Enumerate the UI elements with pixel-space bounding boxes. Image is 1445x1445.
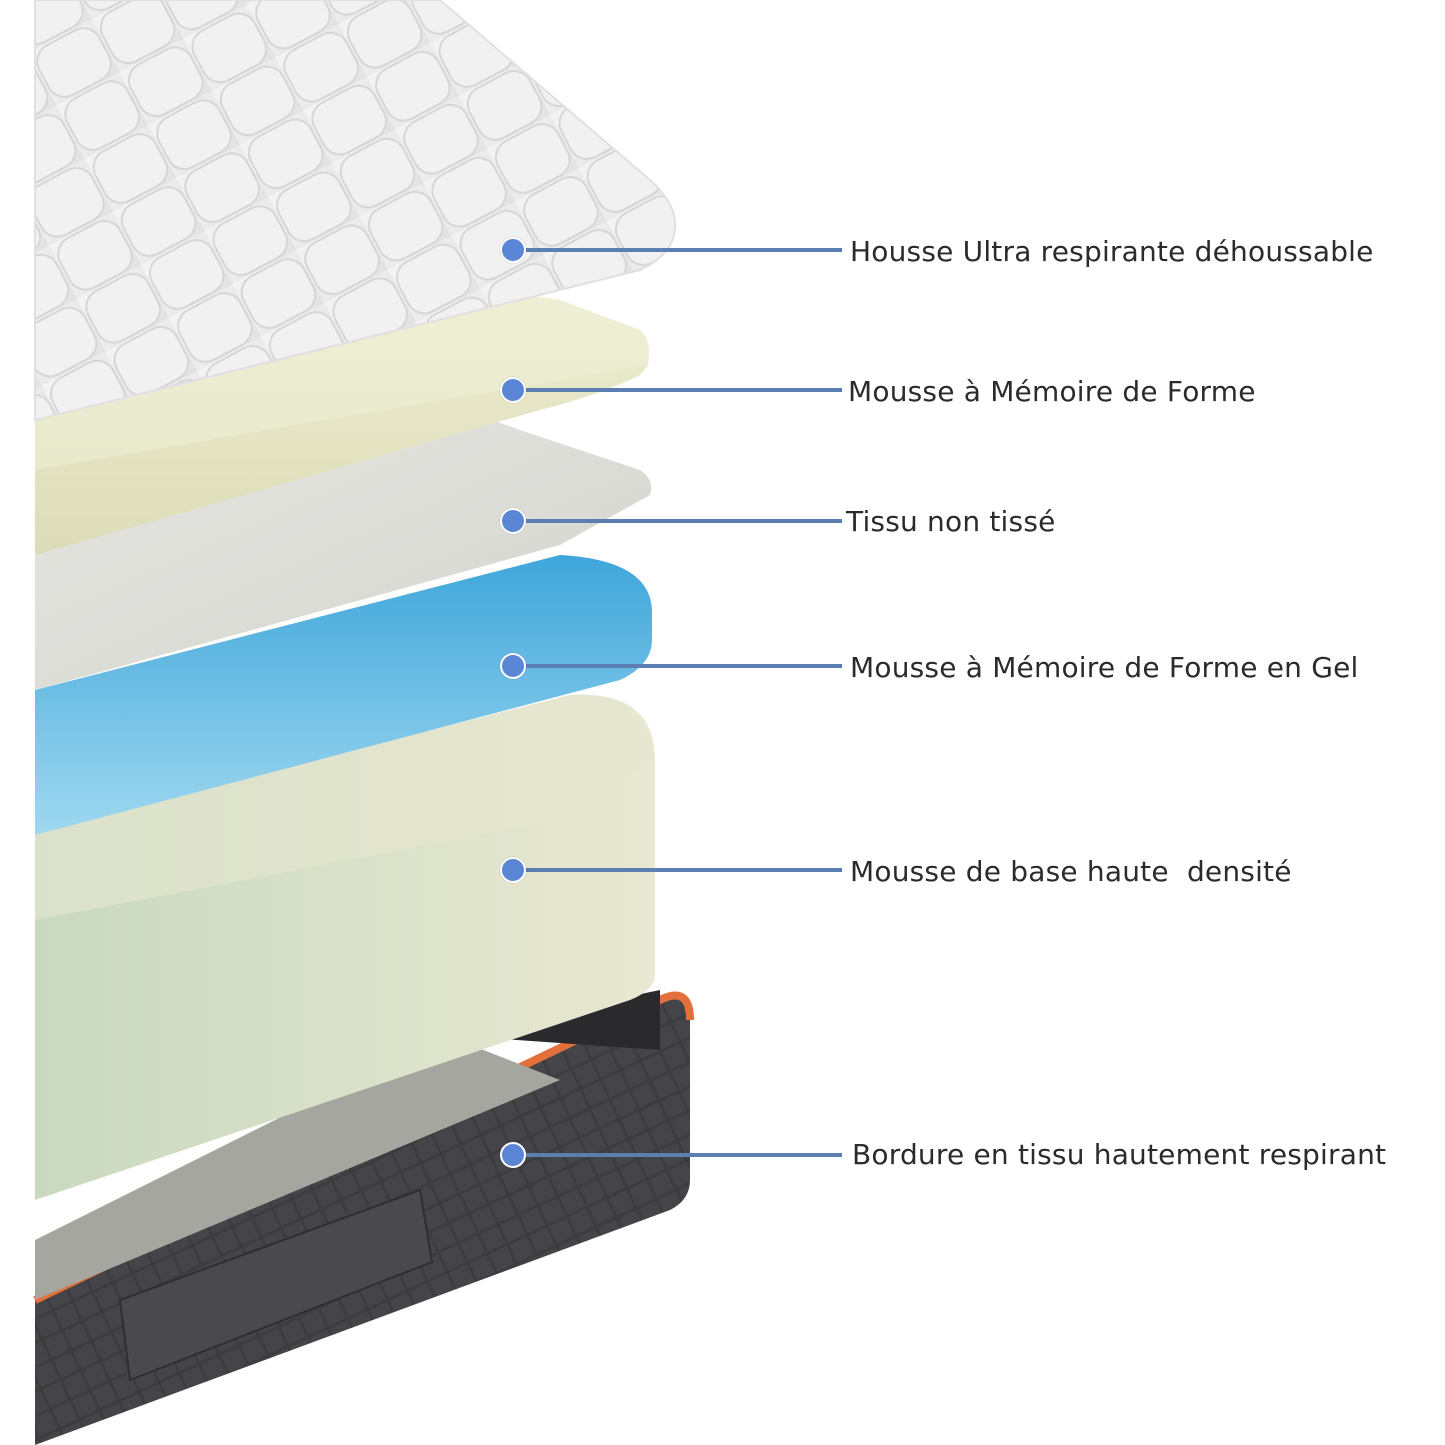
callout-line <box>525 868 842 872</box>
callout-dot-icon <box>500 857 526 883</box>
callout-line <box>525 388 842 392</box>
callout-line <box>525 1153 842 1157</box>
callout-dot-icon <box>500 377 526 403</box>
callout-dot-icon <box>500 237 526 263</box>
layer-label-border: Bordure en tissu hautement respirant <box>852 1138 1387 1171</box>
layer-label-base-foam: Mousse de base haute densité <box>850 855 1292 888</box>
layer-label-gel-foam: Mousse à Mémoire de Forme en Gel <box>850 651 1359 684</box>
callout-dot-icon <box>500 508 526 534</box>
memory-foam-layer <box>35 295 649 555</box>
callout-line <box>525 248 842 252</box>
layer-label-memory-foam: Mousse à Mémoire de Forme <box>848 375 1256 408</box>
layer-label-non-woven: Tissu non tissé <box>846 505 1056 538</box>
gel-foam-layer <box>35 555 652 835</box>
non-woven-layer <box>35 414 652 690</box>
cover-layer <box>34 0 677 422</box>
callout-dot-icon <box>500 1142 526 1168</box>
callout-line <box>525 664 842 668</box>
callout-dot-icon <box>500 653 526 679</box>
base-foam-layer <box>35 694 655 1200</box>
callout-line <box>525 519 842 523</box>
layer-label-cover: Housse Ultra respirante déhoussable <box>850 235 1374 268</box>
